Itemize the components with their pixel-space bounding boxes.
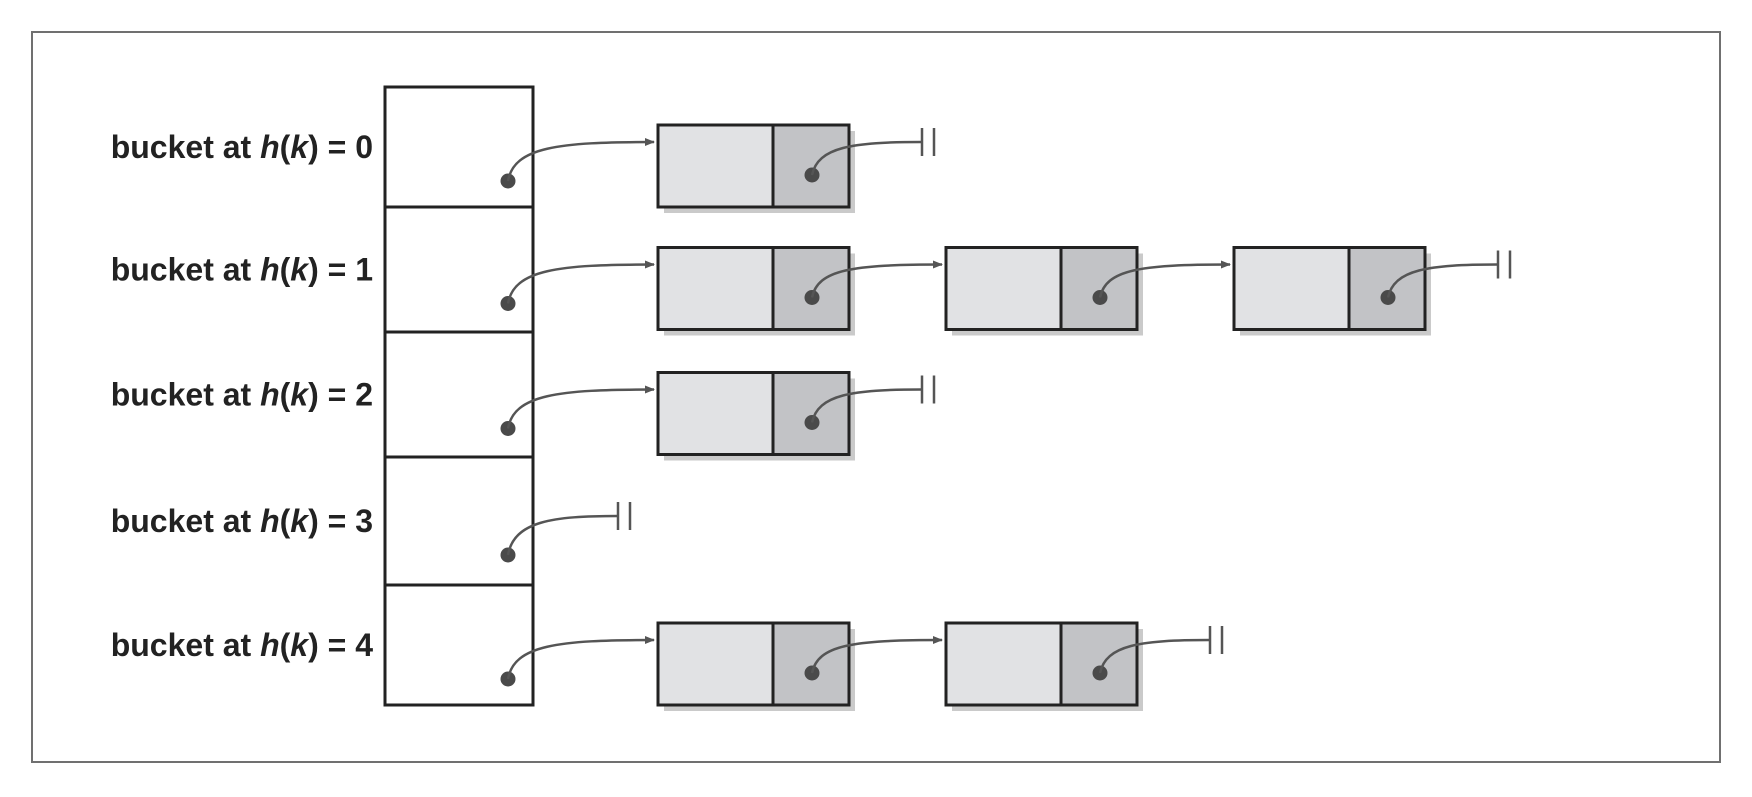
node-data-cell bbox=[944, 621, 1063, 707]
bucket-label-close: ) bbox=[308, 503, 319, 539]
bucket-array bbox=[383, 85, 535, 707]
figure-frame bbox=[31, 31, 1721, 763]
null-pointer-line bbox=[810, 388, 923, 423]
bucket-label-open: ( bbox=[280, 503, 291, 539]
node-data-cell bbox=[656, 621, 775, 707]
bucket-label: bucket at h(k) = 4 bbox=[111, 627, 374, 663]
bucket-pointer-arrow bbox=[506, 138, 655, 182]
node-next-pointer-cell bbox=[1059, 621, 1139, 707]
next-pointer-arrow bbox=[810, 636, 943, 674]
node-next-pointer-cell bbox=[771, 621, 851, 707]
bucket-label-var: k bbox=[290, 252, 310, 288]
bucket-cell bbox=[385, 207, 533, 332]
bucket-label-close: ) bbox=[308, 252, 319, 288]
bucket-label-suffix: = 4 bbox=[319, 627, 373, 663]
bucket-label-close: ) bbox=[308, 129, 319, 165]
next-pointer-arrow bbox=[1098, 260, 1231, 298]
bucket-label-fn: h bbox=[260, 129, 280, 165]
list-node bbox=[656, 371, 936, 461]
bucket-array-frame bbox=[383, 85, 535, 707]
bucket-label-prefix: bucket at bbox=[111, 129, 260, 165]
bucket-label-suffix: = 2 bbox=[319, 377, 373, 413]
bucket-cell bbox=[385, 457, 533, 585]
bucket-label-fn: h bbox=[260, 627, 280, 663]
bucket-label-var: k bbox=[290, 129, 310, 165]
null-pointer-line bbox=[810, 140, 923, 176]
node-data-cell bbox=[656, 371, 775, 456]
node-data-cell bbox=[656, 246, 775, 331]
bucket-label-suffix: = 3 bbox=[319, 503, 373, 539]
bucket-label: bucket at h(k) = 1 bbox=[111, 252, 373, 288]
bucket-label-close: ) bbox=[308, 377, 319, 413]
bucket-pointer-arrow bbox=[506, 385, 655, 429]
null-pointer-line bbox=[506, 514, 619, 556]
bucket-cell bbox=[385, 332, 533, 457]
bucket-pointer-arrow bbox=[506, 260, 655, 304]
bucket-label-fn: h bbox=[260, 503, 280, 539]
next-pointer-arrow bbox=[810, 260, 943, 298]
node-next-pointer-cell bbox=[771, 246, 851, 331]
bucket-label-fn: h bbox=[260, 377, 280, 413]
bucket-label-open: ( bbox=[280, 377, 291, 413]
bucket-label-prefix: bucket at bbox=[111, 377, 260, 413]
node-next-pointer-cell bbox=[1059, 246, 1139, 331]
bucket-label: bucket at h(k) = 3 bbox=[111, 503, 373, 539]
bucket-cell bbox=[385, 87, 533, 207]
bucket-label-open: ( bbox=[280, 129, 291, 165]
bucket-label-fn: h bbox=[260, 252, 280, 288]
bucket-label-suffix: = 1 bbox=[319, 252, 373, 288]
bucket-label-prefix: bucket at bbox=[111, 252, 260, 288]
list-node bbox=[656, 246, 943, 336]
node-data-cell bbox=[1232, 246, 1351, 331]
null-pointer-line bbox=[1098, 638, 1211, 674]
bucket-label-prefix: bucket at bbox=[111, 503, 260, 539]
bucket-cell bbox=[385, 585, 533, 705]
bucket-label: bucket at h(k) = 2 bbox=[111, 377, 373, 413]
node-next-pointer-cell bbox=[1347, 246, 1427, 331]
list-node bbox=[656, 621, 943, 711]
node-next-pointer-cell bbox=[771, 371, 851, 456]
bucket-pointer-arrow bbox=[506, 636, 655, 680]
list-node bbox=[944, 246, 1231, 336]
bucket-label-var: k bbox=[290, 503, 310, 539]
node-data-cell bbox=[944, 246, 1063, 331]
linked-list-chains bbox=[500, 123, 1512, 711]
bucket-label-open: ( bbox=[280, 627, 291, 663]
node-data-cell bbox=[656, 123, 775, 209]
list-node bbox=[1232, 246, 1512, 336]
bucket-label-var: k bbox=[290, 627, 310, 663]
node-next-pointer-cell bbox=[771, 123, 851, 209]
bucket-label-open: ( bbox=[280, 252, 291, 288]
list-node bbox=[656, 123, 936, 213]
bucket-label-var: k bbox=[290, 377, 310, 413]
list-node bbox=[944, 621, 1224, 711]
null-pointer-line bbox=[1386, 263, 1499, 298]
bucket-label-close: ) bbox=[308, 627, 319, 663]
bucket-label-suffix: = 0 bbox=[319, 129, 373, 165]
bucket-label: bucket at h(k) = 0 bbox=[111, 129, 373, 165]
bucket-label-prefix: bucket at bbox=[111, 627, 260, 663]
